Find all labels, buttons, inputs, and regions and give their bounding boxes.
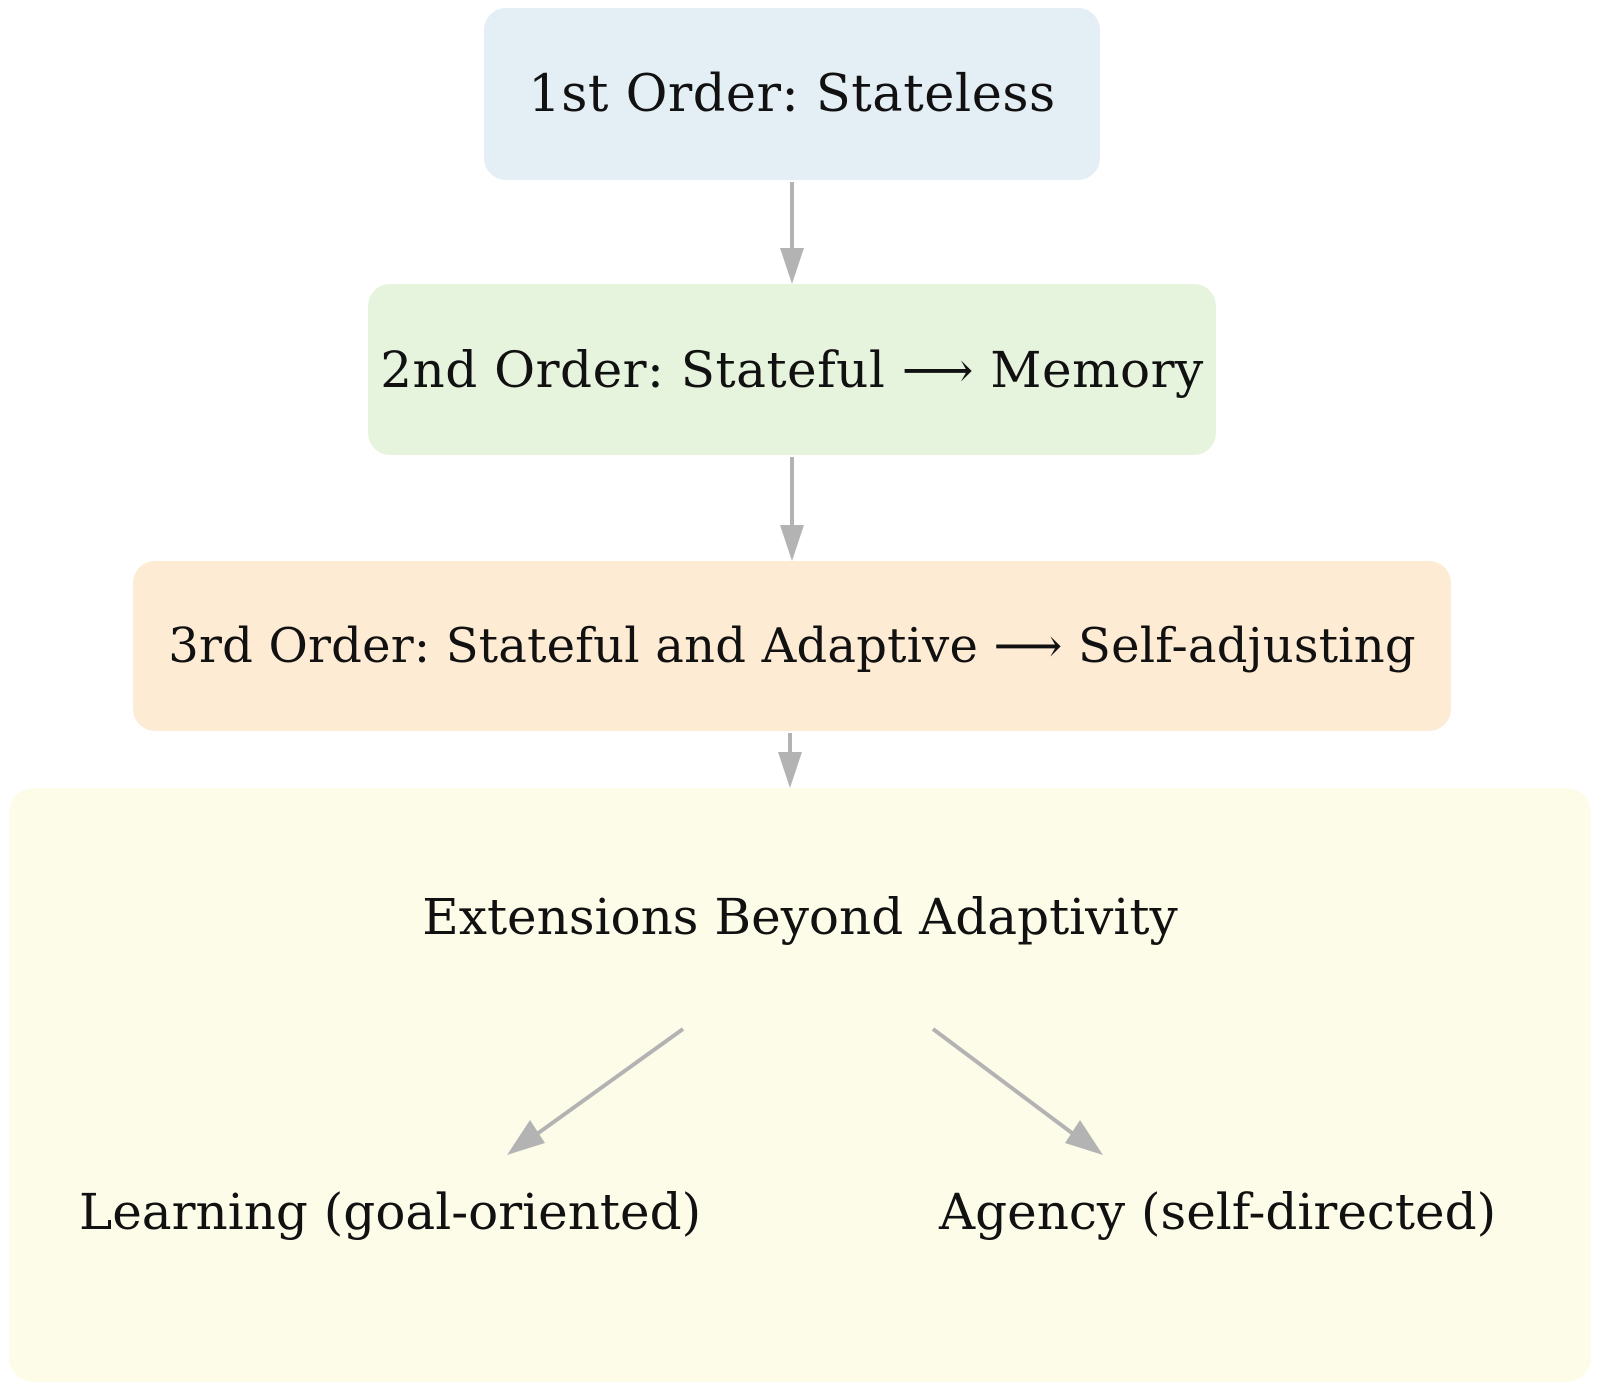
node-label: 1st Order: Stateless <box>528 64 1056 124</box>
node-learning: Learning (goal-oriented) <box>79 1183 702 1241</box>
edge-second-to-third <box>780 457 804 561</box>
node-first-order: 1st Order: Stateless <box>484 8 1100 180</box>
node-extensions-group: Extensions Beyond Adaptivity Learning (g… <box>9 788 1591 1382</box>
arrowhead-icon <box>778 752 802 788</box>
arrowhead-icon <box>780 248 804 284</box>
node-label: 3rd Order: Stateful and Adaptive ⟶ Self-… <box>168 618 1416 674</box>
node-agency: Agency (self-directed) <box>939 1183 1497 1241</box>
node-third-order: 3rd Order: Stateful and Adaptive ⟶ Self-… <box>133 561 1451 731</box>
edge-first-to-second <box>780 182 804 284</box>
node-label: 2nd Order: Stateful ⟶ Memory <box>380 340 1204 399</box>
arrowhead-icon <box>780 525 804 561</box>
node-second-order: 2nd Order: Stateful ⟶ Memory <box>368 284 1216 455</box>
edge-third-to-extensions <box>778 733 802 788</box>
extensions-title: Extensions Beyond Adaptivity <box>422 888 1178 946</box>
